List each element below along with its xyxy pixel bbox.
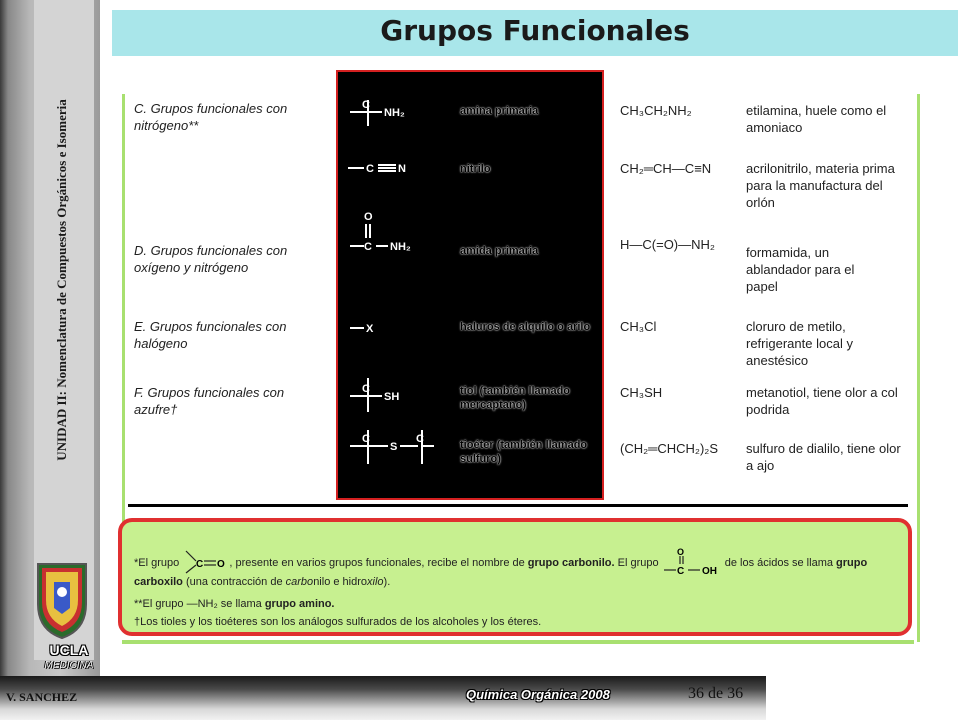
- svg-text:OH: OH: [702, 566, 717, 577]
- svg-text:C: C: [364, 241, 372, 253]
- unit-title: UNIDAD II: Nomenclatura de Compuestos Or…: [54, 99, 69, 461]
- svg-text:O: O: [677, 548, 684, 557]
- sidebar: UNIDAD II: Nomenclatura de Compuestos Or…: [0, 0, 100, 720]
- note-carboxyl: carboxilo (una contracción de carbonilo …: [134, 576, 391, 588]
- footer-author: V. SANCHEZ: [6, 690, 78, 704]
- name-tiol: tiol (también llamado mercaptano): [460, 385, 571, 411]
- logo-text: UCLA: [49, 642, 89, 658]
- group-label-halogen: E. Grupos funcionales con halógeno: [134, 319, 287, 351]
- table-border-bottom: [122, 640, 914, 644]
- svg-text:C: C: [416, 433, 424, 445]
- description-sulfuro-dialilo: sulfuro de dialilo, tiene olor a ajo: [746, 441, 901, 473]
- description-etilamina: etilamina, huele como el amoniaco: [746, 103, 887, 135]
- example-sulfuro-dialilo: (CH₂═CHCH₂)₂S: [620, 441, 719, 456]
- svg-text:C: C: [362, 99, 370, 111]
- sidebar-panel: [34, 0, 94, 660]
- header-bar: [112, 10, 958, 56]
- logo-subtext: MEDICINA: [44, 660, 94, 671]
- svg-text:NH₂: NH₂: [390, 241, 411, 253]
- name-nitrilo: nitrilo: [460, 163, 491, 175]
- page-number: 36 de 36: [688, 685, 744, 702]
- name-tioeter: tioéter (también llamado sulfuro): [460, 439, 588, 465]
- page-title: Grupos Funcionales: [380, 14, 690, 47]
- note-thiols: †Los tioles y los tioéteres son los anál…: [134, 616, 542, 628]
- svg-text:C: C: [362, 433, 370, 445]
- svg-text:O: O: [217, 559, 225, 570]
- example-formamida: H—C(=O)—NH₂: [620, 237, 715, 252]
- notes-box: *El grupo C O , presente en varios grupo…: [118, 518, 912, 636]
- svg-text:O: O: [364, 211, 373, 223]
- example-acrilonitrilo: CH₂═CH—C≡N: [620, 161, 712, 176]
- table-divider: [128, 504, 908, 507]
- structure-drawings: C NH₂ C N O C NH₂ X C SH C S C: [348, 99, 434, 464]
- svg-text:SH: SH: [384, 391, 399, 403]
- note-amino: **El grupo —NH₂ se llama grupo amino.: [134, 598, 335, 610]
- example-cloruro-metilo: CH₃Cl: [620, 319, 657, 334]
- name-amina-primaria: amina primaria: [460, 105, 539, 117]
- ucla-logo-icon: [37, 563, 87, 640]
- svg-text:C: C: [362, 383, 370, 395]
- carbonyl-group-icon: C O: [185, 550, 225, 574]
- example-etilamina: CH₃CH₂NH₂: [620, 103, 692, 118]
- description-metanotiol: metanotiol, tiene olor a col podrida: [746, 385, 898, 417]
- group-label-oxygen-nitrogen: D. Grupos funcionales con oxígeno y nitr…: [134, 243, 288, 275]
- description-formamida: formamida, un ablandador para el papel: [746, 245, 855, 294]
- footer-bar: [0, 676, 766, 720]
- table-border-left: [122, 94, 125, 554]
- name-amida-primaria: amida primaria: [460, 245, 539, 257]
- svg-text:X: X: [366, 323, 374, 335]
- functional-groups-table: C. Grupos funcionales con nitrógeno** D.…: [118, 64, 928, 646]
- svg-text:NH₂: NH₂: [384, 107, 405, 119]
- table-border-right: [917, 94, 920, 642]
- description-cloruro-metilo: cloruro de metilo, refrigerante local y …: [746, 319, 853, 368]
- example-metanotiol: CH₃SH: [620, 385, 663, 400]
- footer-course: Química Orgánica 2008: [466, 687, 610, 702]
- svg-text:S: S: [390, 441, 397, 453]
- svg-text:C: C: [196, 559, 203, 570]
- group-label-sulfur: F. Grupos funcionales con azufre†: [134, 385, 285, 417]
- name-haluros: haluros de alquilo o arilo: [460, 321, 591, 333]
- svg-text:N: N: [398, 163, 406, 175]
- svg-text:C: C: [677, 566, 684, 577]
- group-label-nitrogen: C. Grupos funcionales con nitrógeno**: [134, 101, 288, 133]
- structures-panel: C NH₂ C N O C NH₂ X C SH C S C amina primaria n…: [336, 70, 604, 500]
- carboxyl-group-icon: O C OH: [663, 547, 717, 577]
- note-carbonyl: *El grupo C O , presente en varios grupo…: [134, 547, 868, 577]
- svg-text:C: C: [366, 163, 374, 175]
- description-acrilonitrilo: acrilonitrilo, materia prima para la man…: [746, 161, 895, 210]
